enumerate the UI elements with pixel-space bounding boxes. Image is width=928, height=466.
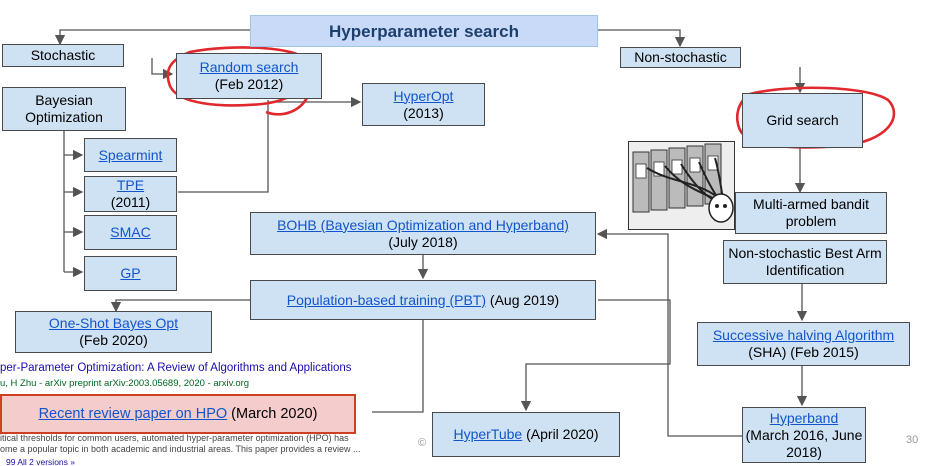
snippet-line-1: itical thresholds for common users, auto…: [0, 433, 349, 443]
diagram-title: Hyperparameter search: [250, 15, 598, 47]
node-smac[interactable]: SMAC: [84, 215, 177, 250]
review-paper-box[interactable]: Recent review paper on HPO (March 2020): [0, 394, 356, 434]
spearmint-link[interactable]: Spearmint: [99, 147, 163, 164]
node-grid-search: Grid search: [742, 93, 863, 148]
hyperband-link[interactable]: Hyperband: [770, 410, 839, 427]
hypertube-link[interactable]: HyperTube: [453, 426, 522, 443]
node-hyperband[interactable]: Hyperband (March 2016, June 2018): [742, 407, 866, 463]
bohb-link[interactable]: BOHB (Bayesian Optimization and Hyperban…: [277, 217, 569, 234]
snippet-authors: u, H Zhu - arXiv preprint arXiv:2003.056…: [0, 378, 249, 389]
copyright-mark: ©: [418, 437, 426, 449]
sha-link[interactable]: Successive halving Algorithm: [713, 327, 894, 344]
snippet-links[interactable]: 99 All 2 versions »: [6, 457, 75, 466]
snippet-line-2: ome a popular topic in both academic and…: [0, 444, 361, 454]
hyperopt-link[interactable]: HyperOpt: [394, 88, 454, 105]
node-bayesian-optimization: Bayesian Optimization: [2, 87, 126, 131]
node-successive-halving[interactable]: Successive halving Algorithm (SHA) (Feb …: [697, 322, 910, 366]
oneshot-link[interactable]: One-Shot Bayes Opt: [49, 315, 178, 332]
node-multi-armed-bandit: Multi-armed bandit problem: [735, 192, 887, 234]
node-pbt[interactable]: Population-based training (PBT) (Aug 201…: [250, 280, 596, 320]
node-stochastic: Stochastic: [2, 44, 124, 67]
node-random-search[interactable]: Random search (Feb 2012): [176, 53, 322, 99]
pbt-link[interactable]: Population-based training (PBT): [287, 292, 486, 309]
node-tpe[interactable]: TPE (2011): [84, 176, 177, 212]
node-hyperopt[interactable]: HyperOpt (2013): [362, 83, 485, 126]
node-bohb[interactable]: BOHB (Bayesian Optimization and Hyperban…: [250, 212, 596, 255]
node-one-shot-bayes-opt[interactable]: One-Shot Bayes Opt (Feb 2020): [15, 311, 212, 353]
gp-link[interactable]: GP: [120, 265, 140, 282]
review-paper-link[interactable]: Recent review paper on HPO: [39, 406, 228, 422]
node-non-stochastic: Non-stochastic: [620, 47, 741, 68]
node-hypertube[interactable]: HyperTube (April 2020): [432, 412, 620, 457]
robot-octopus-illustration: [628, 141, 735, 230]
smac-link[interactable]: SMAC: [110, 224, 150, 241]
node-gp[interactable]: GP: [84, 256, 177, 291]
random-search-link[interactable]: Random search: [200, 59, 299, 76]
node-nsbai: Non-stochastic Best Arm Identification: [723, 240, 887, 284]
snippet-title[interactable]: per-Parameter Optimization: A Review of …: [0, 362, 352, 374]
tpe-link[interactable]: TPE: [117, 177, 144, 194]
page-number: 30: [906, 434, 918, 446]
node-spearmint[interactable]: Spearmint: [84, 138, 177, 172]
